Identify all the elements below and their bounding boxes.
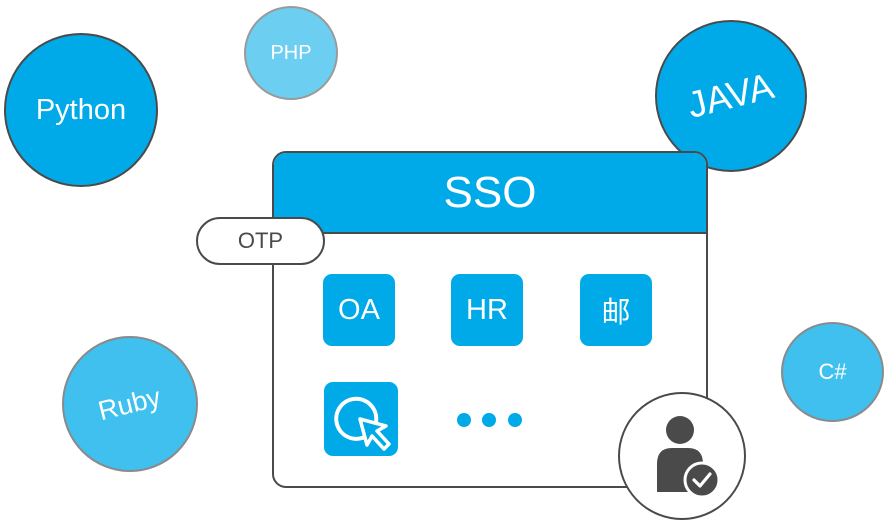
oa-app-tile[interactable]: OA: [323, 274, 395, 346]
otp-pill[interactable]: OTP: [196, 217, 325, 265]
otp-label: OTP: [237, 228, 284, 253]
hr-app-tile[interactable]: HR: [451, 274, 523, 346]
python-label: Python: [35, 93, 127, 126]
ellipsis-dot: [457, 413, 471, 427]
hr-label: HR: [466, 293, 508, 326]
ellipsis-dot: [508, 413, 522, 427]
python-bubble: Python: [4, 33, 158, 187]
mail-app-tile[interactable]: 邮: [580, 274, 652, 346]
csharp-bubble: C#: [781, 322, 884, 422]
csharp-label: C#: [818, 359, 847, 384]
java-bubble: JAVA: [655, 20, 807, 172]
verified-user-icon: [657, 416, 721, 499]
pointer-click-tile[interactable]: [324, 382, 398, 456]
mail-label: 邮: [601, 297, 631, 329]
php-label: PHP: [270, 41, 312, 64]
java-label: JAVA: [683, 65, 779, 126]
sso-window-header: SSO: [274, 153, 706, 234]
php-bubble: PHP: [244, 6, 338, 100]
ellipsis-dot: [482, 413, 496, 427]
pointer-click-icon: [334, 396, 391, 451]
verified-user-badge: [618, 392, 746, 520]
ruby-label: Ruby: [95, 381, 165, 426]
sso-title: SSO: [443, 167, 537, 217]
oa-label: OA: [338, 293, 380, 326]
ruby-bubble: Ruby: [62, 336, 198, 472]
